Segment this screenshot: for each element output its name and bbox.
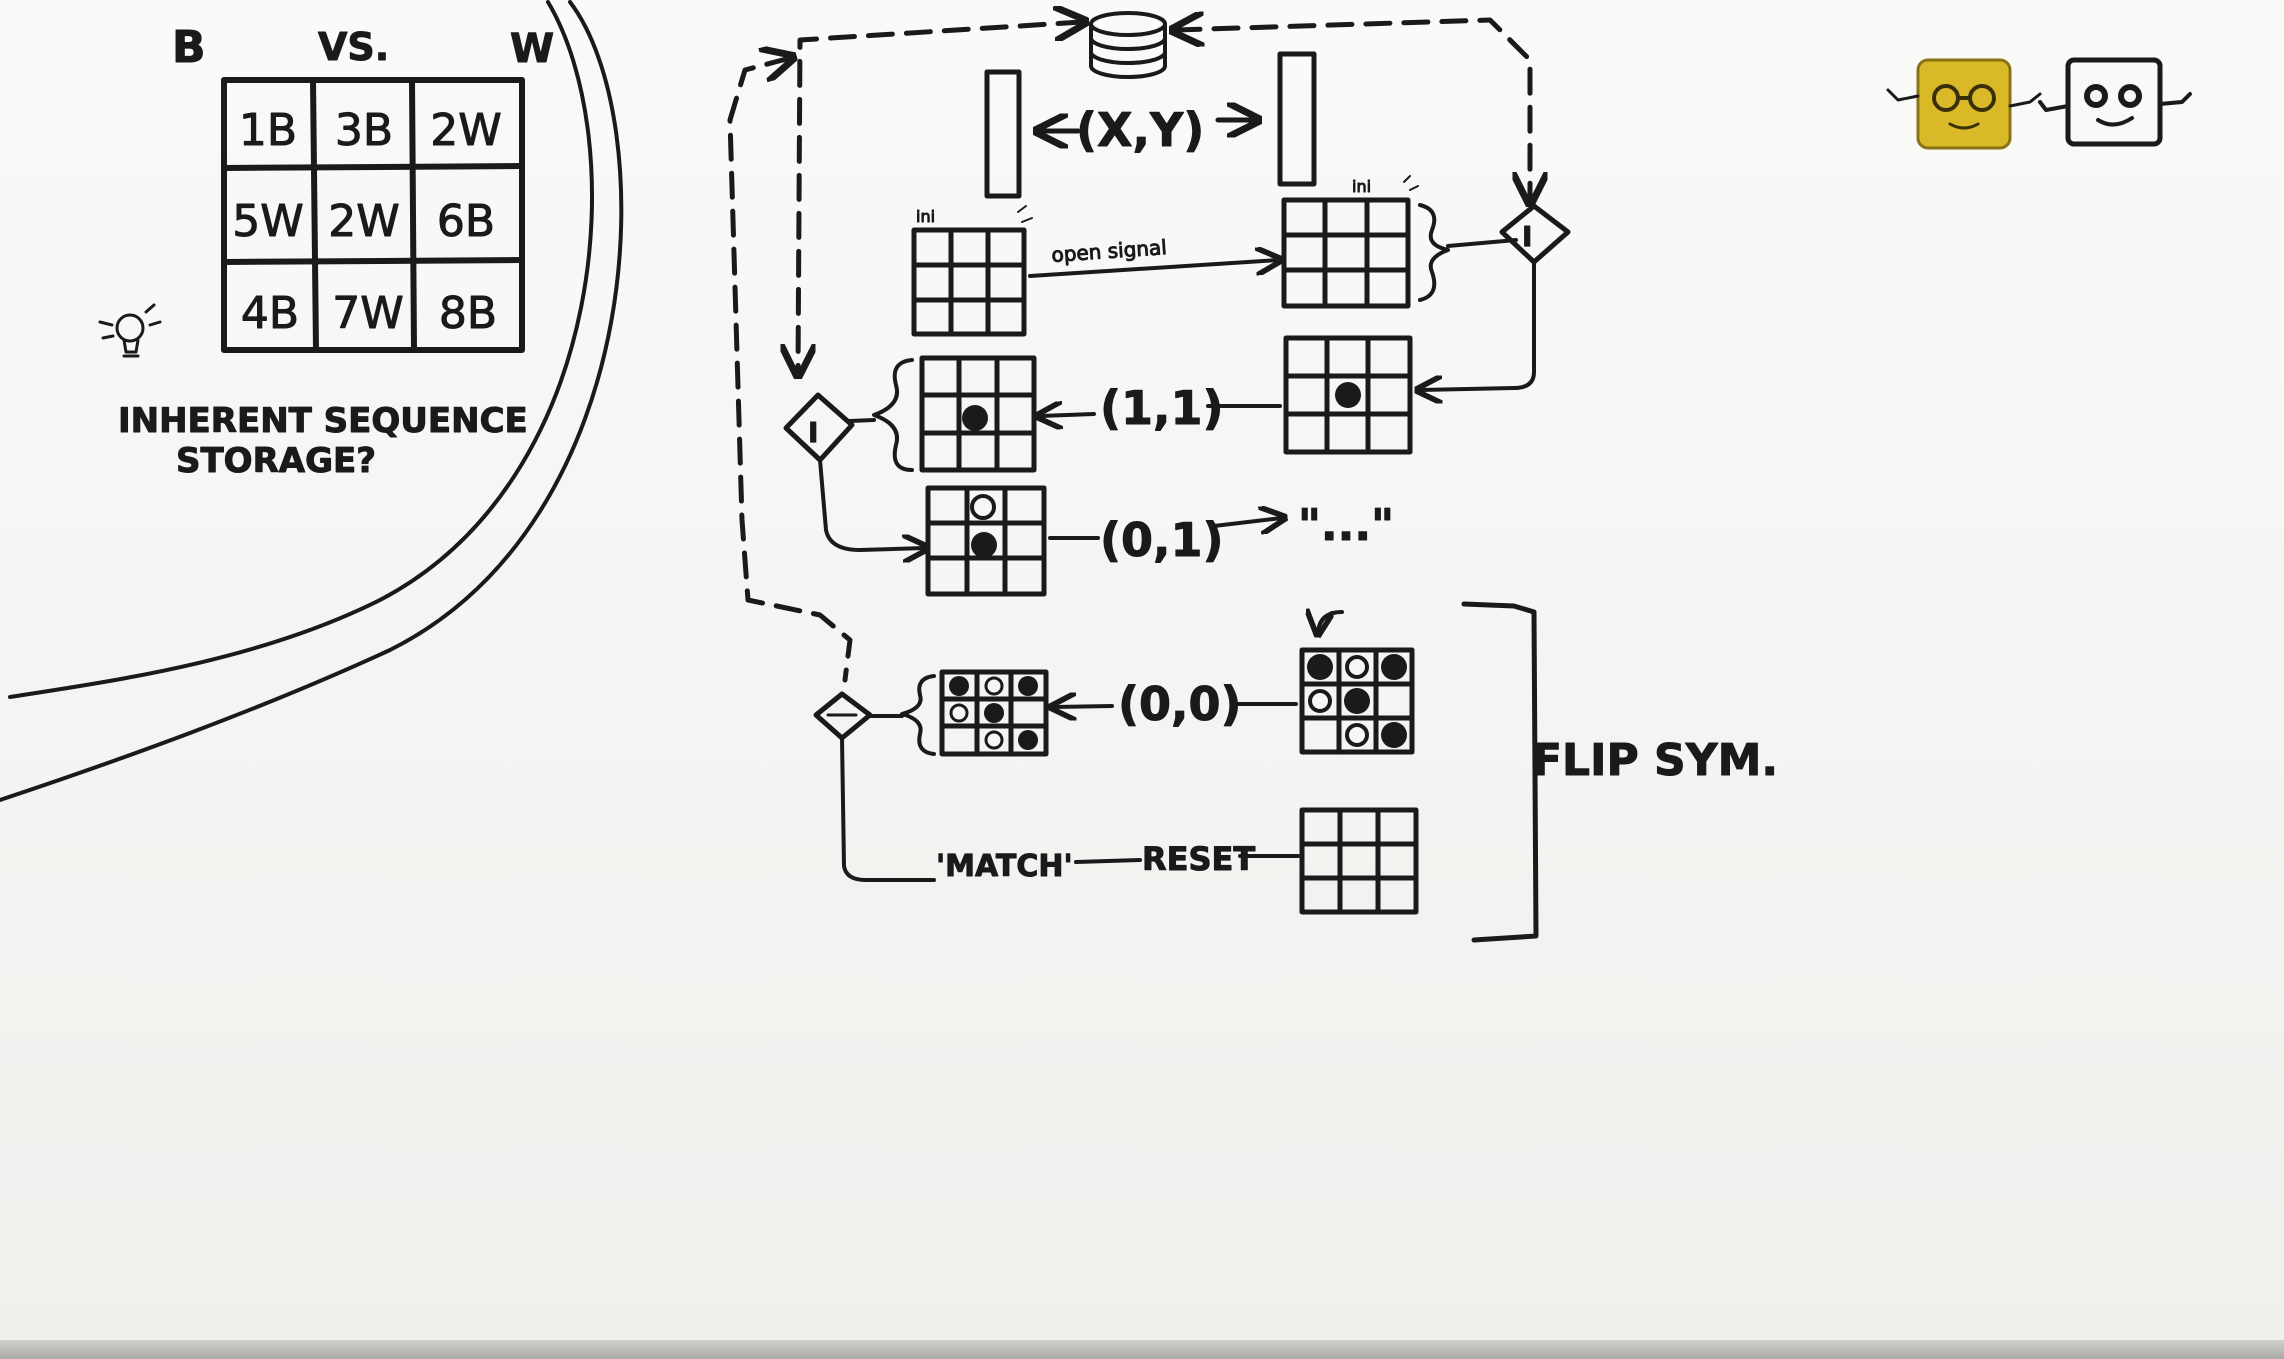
- board-grid-initial-right: [1281, 197, 1411, 309]
- brace-left-row2: [872, 358, 914, 472]
- reset-label: RESET: [1142, 840, 1255, 878]
- board-grid-filled: [1299, 647, 1415, 755]
- note-line-1: INHERENT SEQUENCE: [118, 401, 528, 441]
- pointer-arrow: [1318, 612, 1344, 632]
- note-line-2: STORAGE?: [176, 441, 376, 481]
- open-signal-arrow: [1028, 260, 1278, 278]
- xy-label: (X,Y): [1076, 103, 1204, 157]
- dashed-link-db-right: [1176, 20, 1530, 200]
- player-black-label: B: [172, 22, 206, 73]
- versus-label: VS.: [318, 25, 389, 69]
- board-grid-row4-left: [939, 669, 1049, 757]
- ellipsis-label: "...": [1298, 500, 1394, 551]
- brace-left-row4: [900, 674, 936, 756]
- ini-label-right: ini: [1352, 177, 1371, 196]
- board-grid-reset: [1299, 807, 1419, 915]
- board-grid-initial-left: [911, 227, 1027, 337]
- board-grid-row2-left: [919, 355, 1037, 473]
- decision-diamond-right: [1499, 203, 1571, 265]
- board-grid-row3: [925, 485, 1047, 597]
- match-label: 'MATCH': [936, 849, 1073, 884]
- sequence-cell: 3B: [335, 105, 393, 156]
- stones-filled: [1307, 654, 1407, 748]
- brace-right-top: [1418, 203, 1450, 302]
- message-0-1: (0,1): [1100, 513, 1224, 567]
- divider-arc-outer: [0, 0, 624, 802]
- database-icon: [1089, 11, 1167, 79]
- dashed-link-db-left: [798, 22, 1082, 372]
- white-stone: [970, 494, 996, 520]
- lightbulb-icon: [98, 303, 162, 358]
- board-grid-reply: [1283, 335, 1413, 455]
- black-stone: [1335, 382, 1361, 408]
- open-signal-label: open signal: [1051, 235, 1168, 267]
- sequence-grid: [221, 77, 525, 353]
- ini-label-left: ini: [916, 207, 935, 226]
- sequence-cell: 2W: [430, 105, 502, 156]
- match-line: [840, 736, 936, 882]
- sequence-cell: 4B: [241, 288, 299, 339]
- marker-tray: [0, 1340, 2284, 1359]
- black-stone: [971, 532, 997, 558]
- sequence-grid-cells: 1B 3B 2W 5W 2W 6B 4B 7W 8B: [232, 105, 503, 340]
- player-white-label: W: [510, 26, 554, 72]
- flip-sym-bracket: [1461, 601, 1539, 943]
- sequence-cell: 2W: [328, 196, 400, 247]
- message-1-1: (1,1): [1100, 381, 1224, 435]
- divider-arc-inner: [8, 0, 594, 699]
- sequence-cell: 8B: [439, 288, 497, 339]
- flip-sym-label: FLIP SYM.: [1532, 735, 1778, 786]
- sequence-cell: 5W: [232, 196, 304, 247]
- sequence-cell: 7W: [332, 288, 404, 339]
- buzz-marks: [1017, 175, 1419, 223]
- sequence-cell: 6B: [437, 196, 495, 247]
- decision-diamond-left: [783, 392, 855, 463]
- dashed-loop-left: [727, 58, 853, 683]
- decision-symbol: I: [1522, 220, 1532, 253]
- stones-row4-left: [949, 676, 1038, 750]
- decision-symbol: I: [808, 416, 818, 449]
- black-stone: [962, 405, 988, 431]
- black-outline-mascot-icon: [2038, 57, 2192, 147]
- message-0-0: (0,0): [1118, 677, 1242, 731]
- sequence-cell: 1B: [239, 105, 297, 156]
- yellow-magnet-mascot-icon: [1886, 58, 2042, 150]
- paddle-right: [1277, 51, 1317, 187]
- paddle-left: [984, 69, 1022, 199]
